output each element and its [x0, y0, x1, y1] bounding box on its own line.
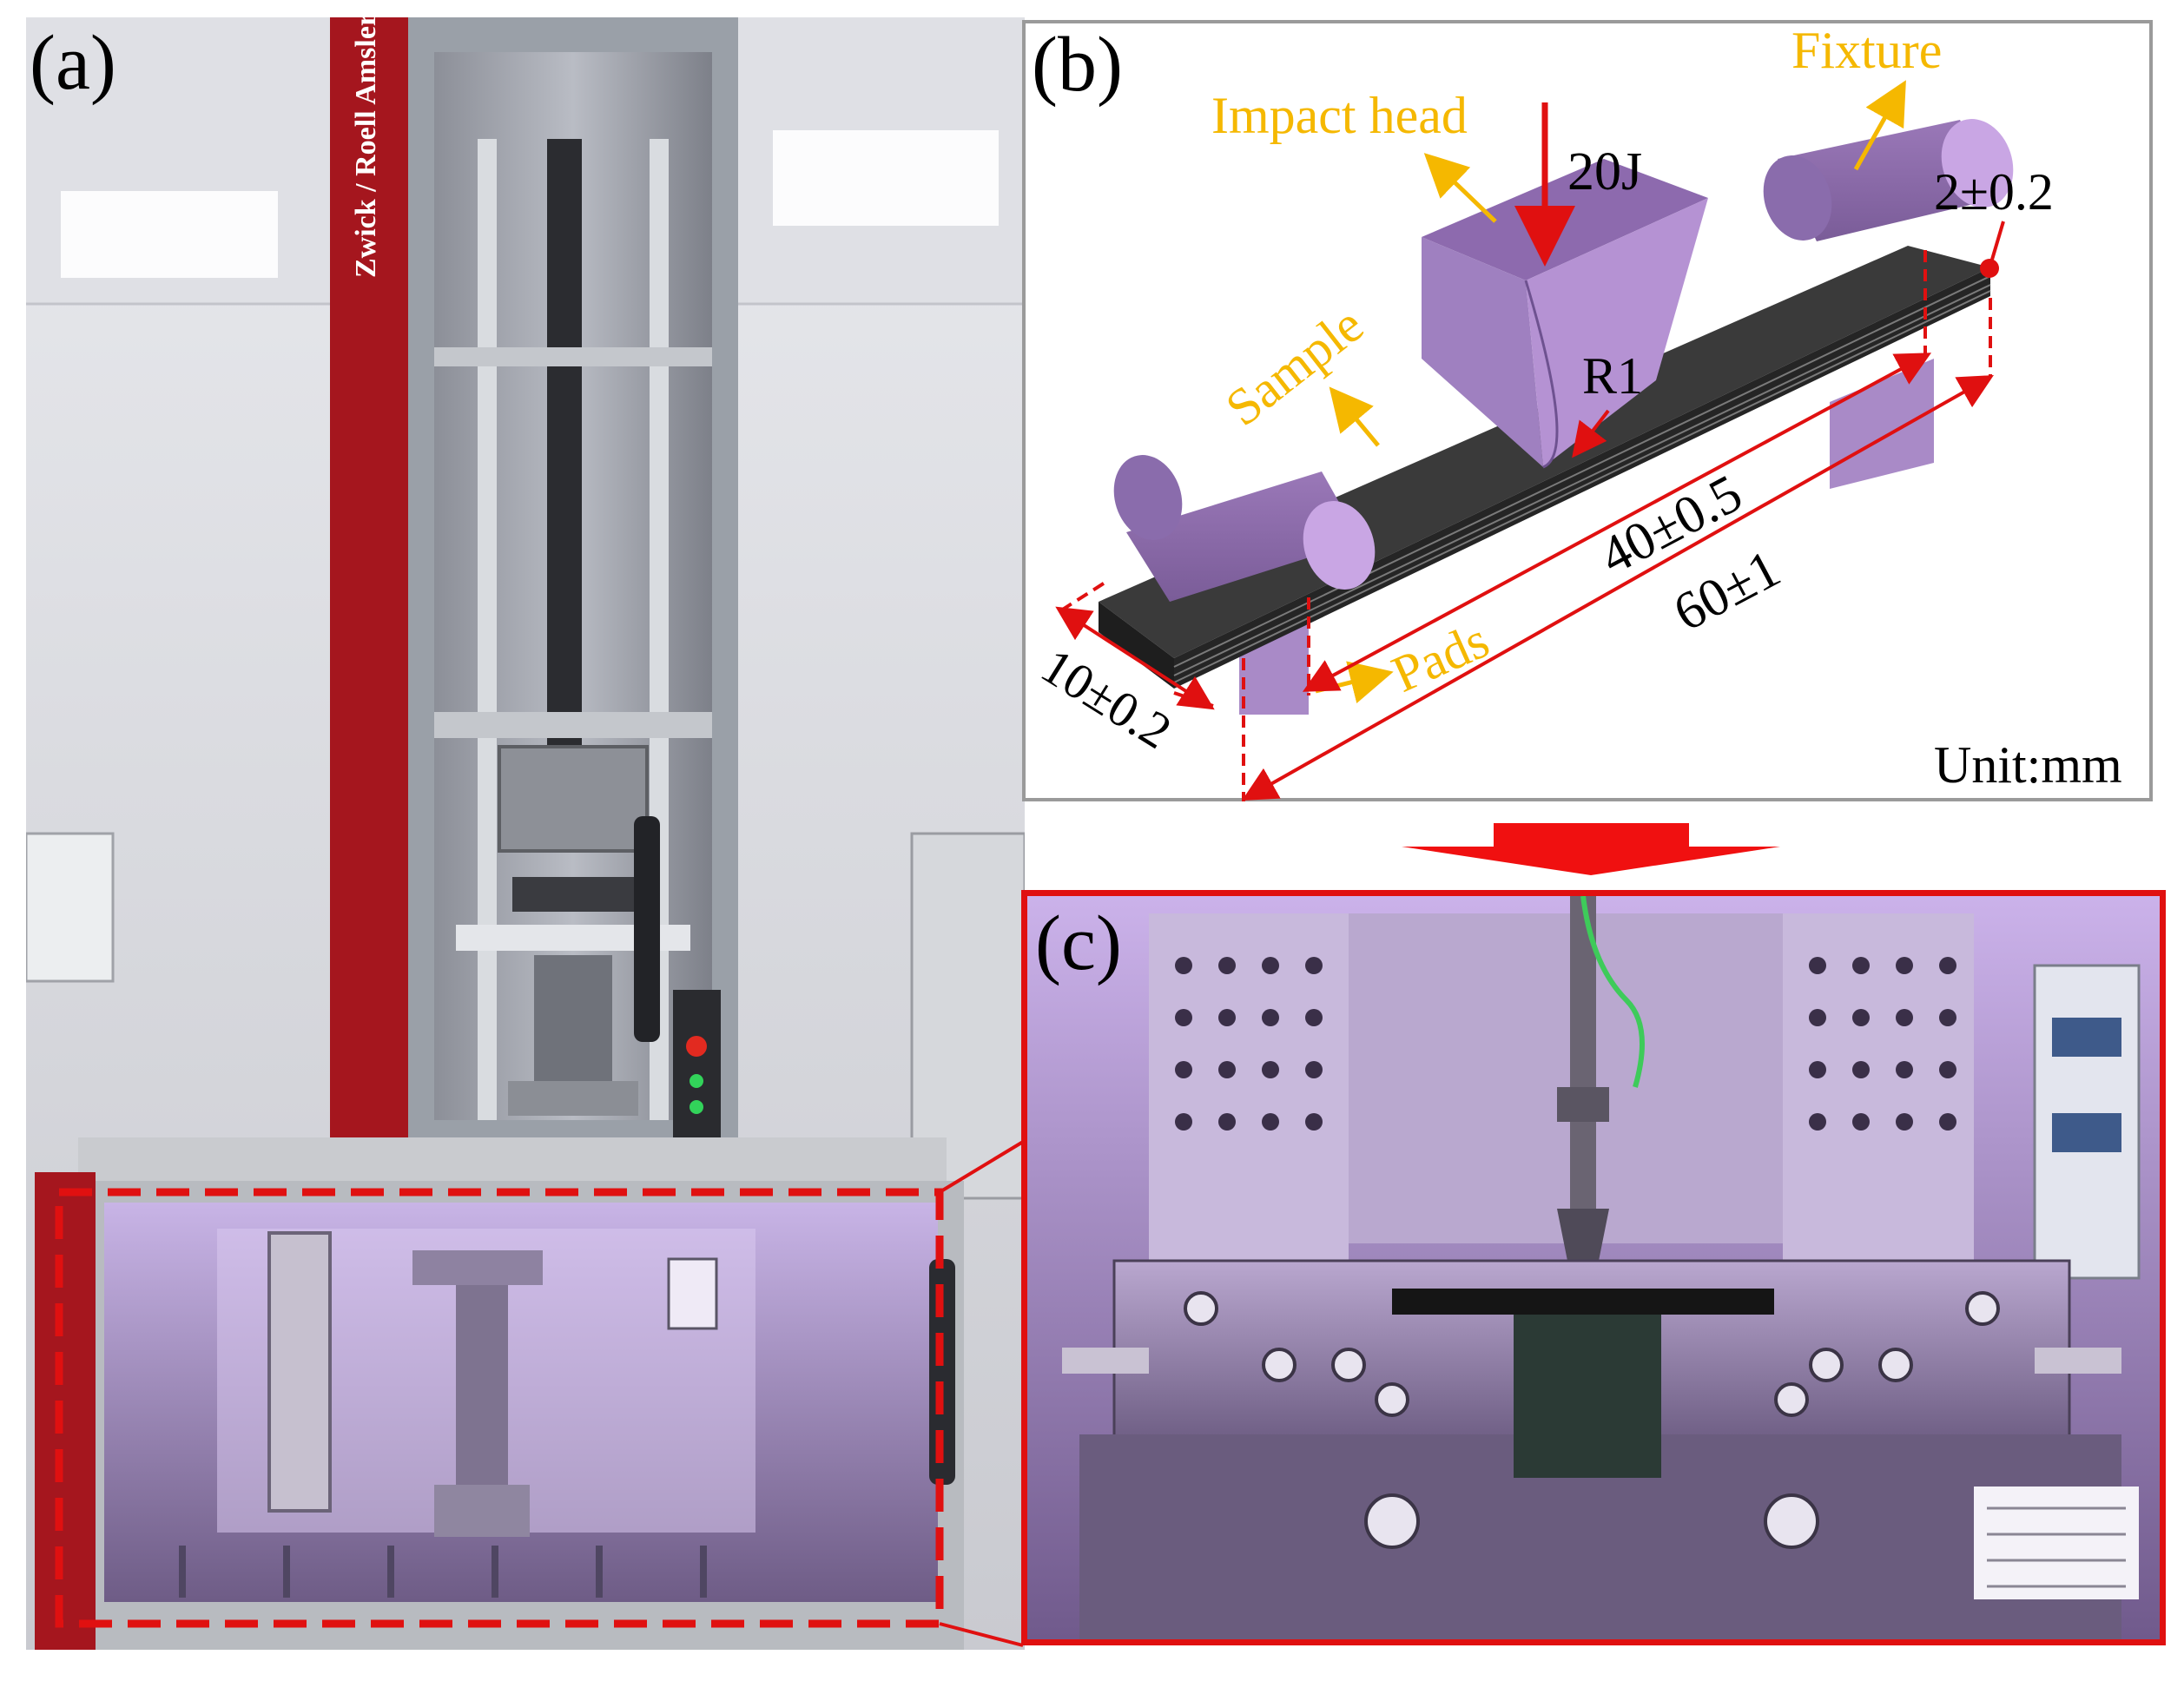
energy-label: 20J — [1567, 142, 1642, 201]
panel-label-b: (b) — [1032, 22, 1123, 108]
length-label: 60±1 — [1665, 539, 1790, 643]
connector-line-bottom — [939, 1622, 1024, 1647]
thickness-label: 2±0.2 — [1934, 163, 2054, 221]
photo-impact-fixture — [1021, 890, 2166, 1645]
unit-label: Unit:mm — [1934, 736, 2122, 794]
photo-drop-tower: Zwick / Roell Amsler HIT2000F — [26, 17, 1025, 1650]
length-dimension — [1242, 375, 1994, 801]
schematic-panel: Impact head Fixture Sample Pads 20J R1 2… — [1022, 20, 2153, 801]
drop-tower-illustration: Zwick / Roell Amsler HIT2000F — [26, 17, 1025, 1650]
impact-head-arrow — [1423, 153, 1497, 223]
machine-brand-label: Zwick / Roell Amsler HIT2000F — [350, 17, 382, 278]
panel-label-a: (a) — [30, 20, 116, 106]
fixture-closeup-illustration — [1027, 896, 2160, 1639]
width-dimension — [1055, 606, 1215, 710]
schematic-diagram: Impact head Fixture Sample Pads 20J R1 2… — [1032, 22, 2122, 801]
radius-label: R1 — [1582, 347, 1643, 405]
impact-head-label: Impact head — [1211, 87, 1468, 144]
fixture-cylinder-right — [1763, 119, 2014, 241]
pads-arrow — [1315, 661, 1394, 703]
fixture-label: Fixture — [1791, 22, 1942, 79]
down-arrow — [1402, 823, 1780, 875]
sample-label: Sample — [1215, 295, 1373, 437]
sample-arrow — [1329, 386, 1380, 447]
panel-label-c: (c) — [1035, 900, 1122, 986]
fixture-arrow — [1853, 80, 1906, 171]
chamber-highlight-box — [55, 1188, 944, 1628]
connector-line-top — [938, 1140, 1025, 1194]
